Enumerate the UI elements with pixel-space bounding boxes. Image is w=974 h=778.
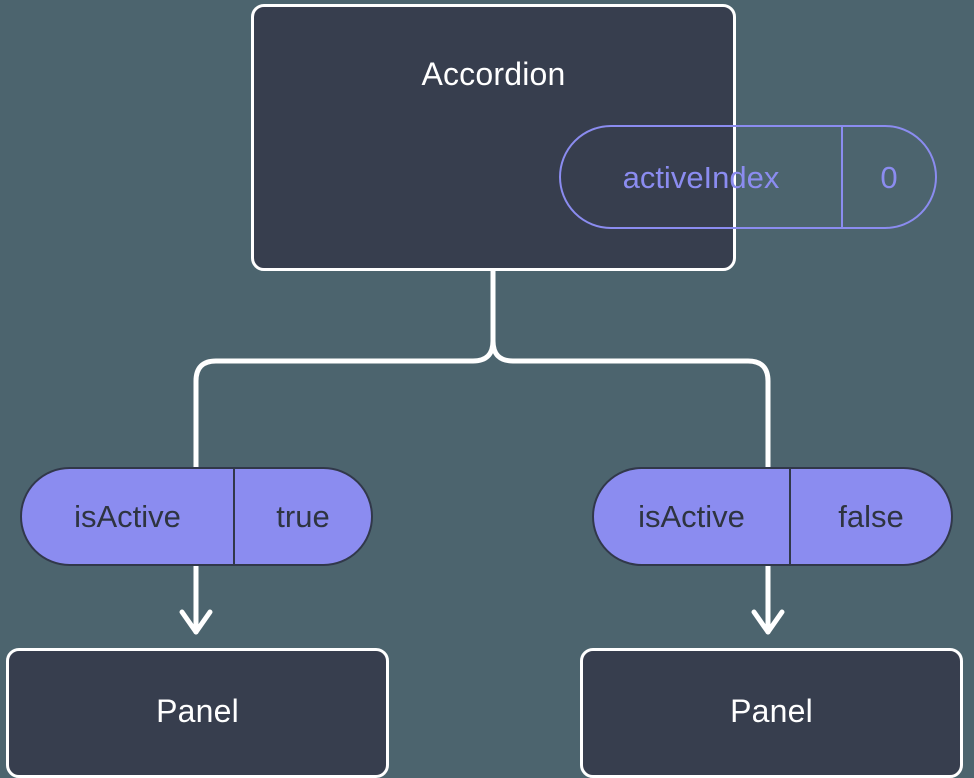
active-index-state-pill[interactable]: activeIndex 0: [559, 125, 937, 229]
is-active-key-label-left: isActive: [74, 499, 181, 534]
accordion-title: Accordion: [421, 56, 566, 92]
panel-title-left: Panel: [156, 693, 239, 729]
is-active-value-label-left: true: [233, 469, 371, 564]
panel-component-box-left[interactable]: Panel: [6, 648, 389, 778]
active-index-value-label: 0: [880, 159, 898, 195]
panel-component-box-right[interactable]: Panel: [580, 648, 963, 778]
accordion-component-box[interactable]: Accordion activeIndex 0: [251, 4, 937, 271]
panel-title-right: Panel: [730, 693, 813, 729]
is-active-prop-pill-right[interactable]: isActive false: [592, 467, 953, 566]
is-active-value-label-right: false: [789, 469, 951, 564]
active-index-key-label: activeIndex: [561, 127, 843, 227]
is-active-prop-pill-left[interactable]: isActive true: [20, 467, 373, 566]
is-active-key-label-right: isActive: [638, 499, 745, 534]
